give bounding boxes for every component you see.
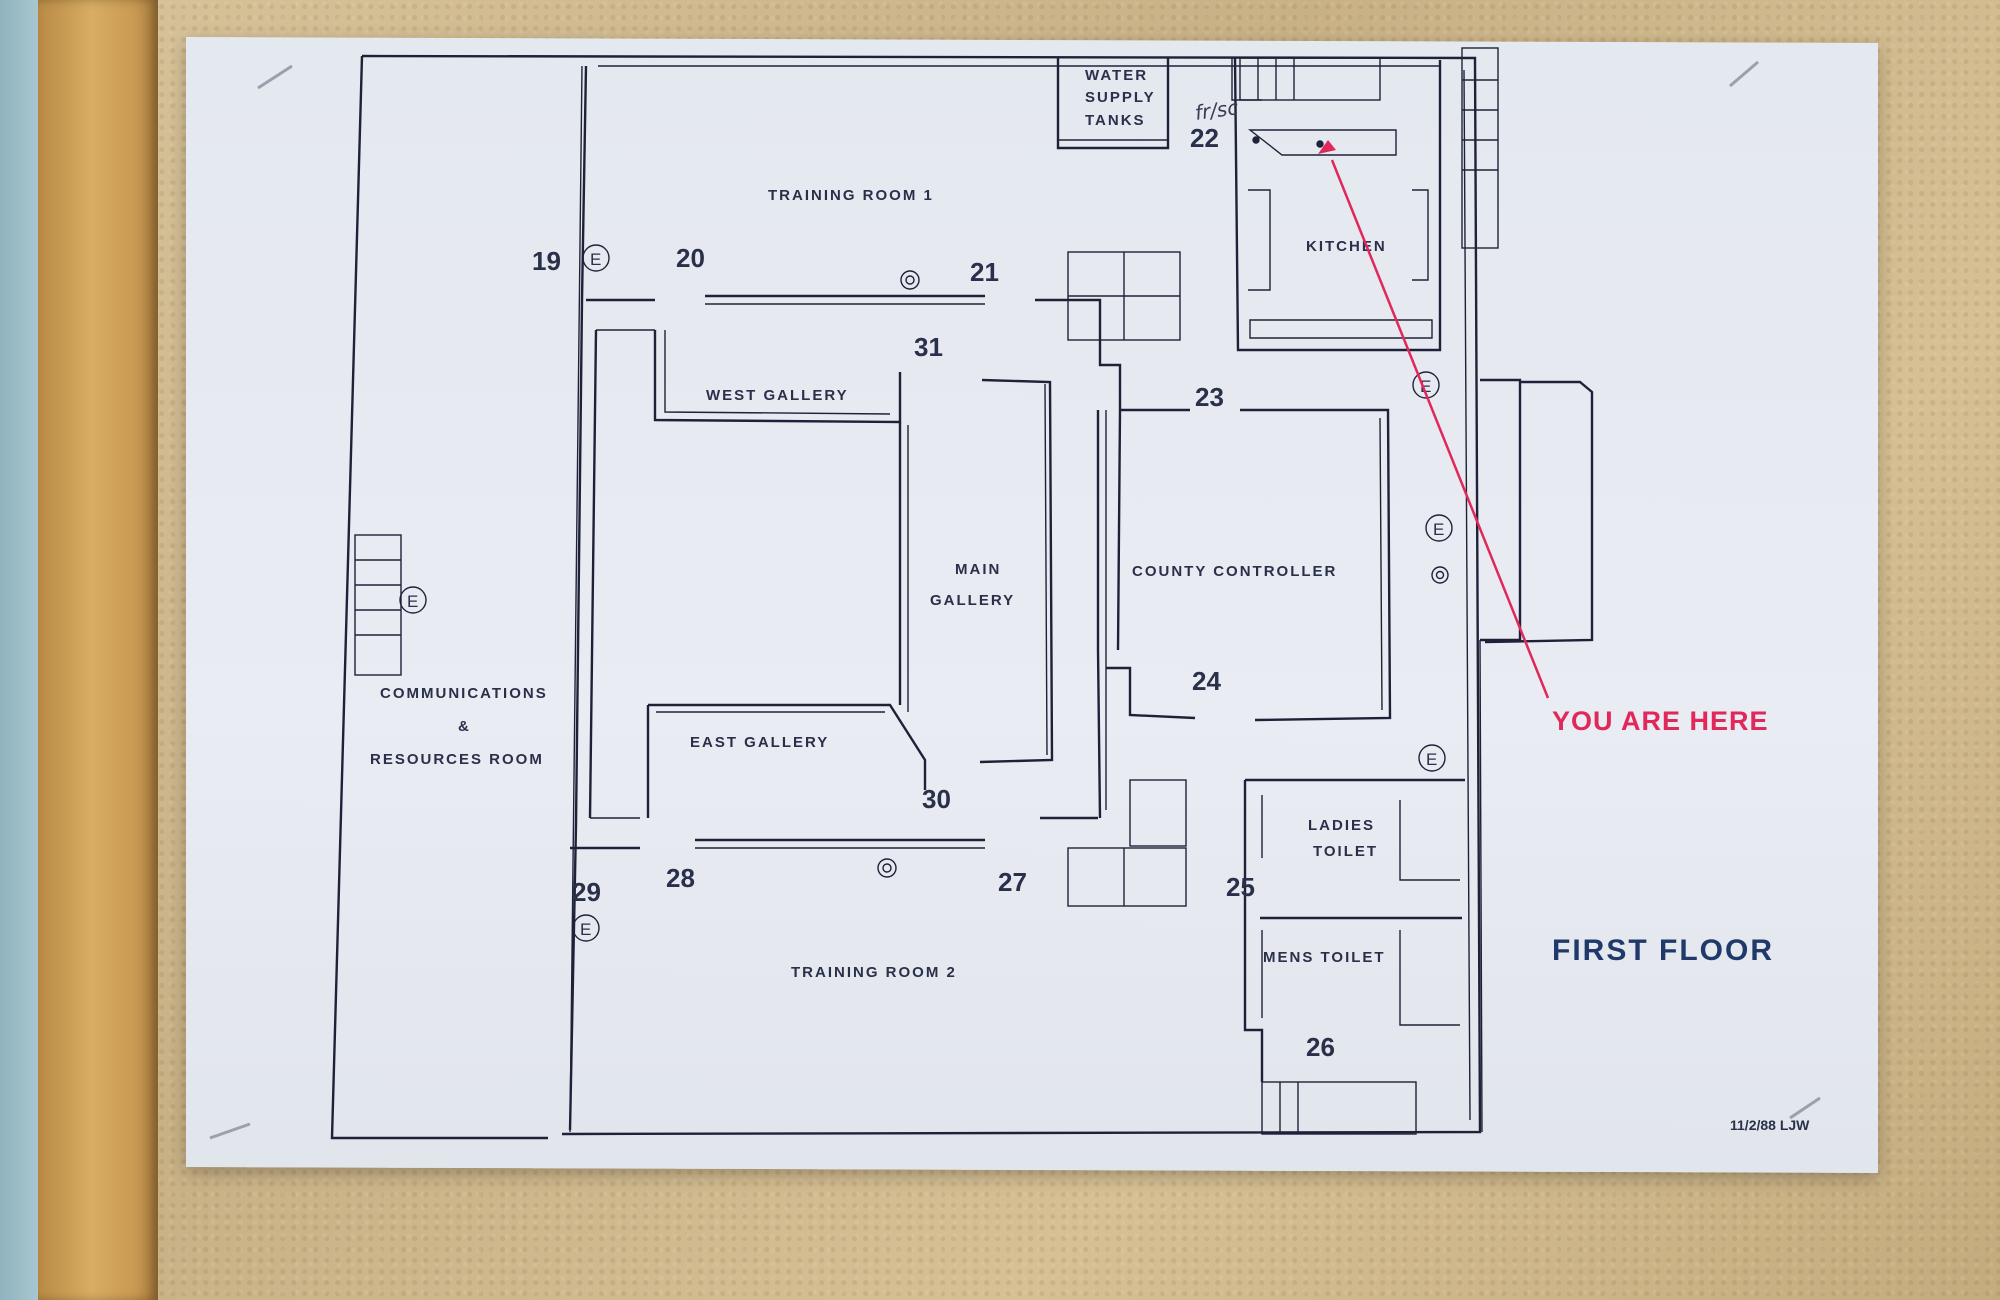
comms-room-label-line2: & (458, 718, 471, 735)
county-controller-label: COUNTY CONTROLLER (1132, 563, 1337, 580)
stairs (354, 47, 1499, 1135)
east-gallery-label: EAST GALLERY (690, 734, 829, 751)
water-tanks-label-line3: TANKS (1085, 112, 1146, 129)
main-gallery-walls (979, 298, 1122, 820)
exit-marker: E (1425, 514, 1453, 542)
door-number-21: 21 (970, 257, 999, 287)
training-room-2-label: TRAINING ROOM 2 (791, 964, 957, 981)
kitchen-label: KITCHEN (1306, 238, 1387, 255)
you-are-here-indicator: YOU ARE HERE (1318, 140, 1769, 736)
door-number-29: 29 (572, 877, 601, 907)
door-number-25: 25 (1226, 872, 1255, 902)
handwritten-note: fr/sc (1193, 95, 1239, 125)
wooden-frame (38, 0, 158, 1300)
room-labels: TRAINING ROOM 1 TRAINING ROOM 2 WEST GAL… (370, 67, 1387, 981)
door-number-19: 19 (532, 246, 561, 276)
training-room-1-label: TRAINING ROOM 1 (768, 187, 934, 204)
equipment-symbols (877, 136, 1449, 878)
comms-room-label-line1: COMMUNICATIONS (380, 685, 548, 702)
mens-toilet-label: MENS TOILET (1263, 949, 1386, 966)
exit-marker: E (572, 914, 600, 942)
exit-marker: E (1418, 744, 1446, 772)
door-number-26: 26 (1306, 1032, 1335, 1062)
main-gallery-label-line2: GALLERY (930, 592, 1015, 609)
water-supply-tanks (1056, 58, 1170, 150)
exit-marker: E (582, 244, 610, 272)
door-number-20: 20 (676, 243, 705, 273)
svg-text:E: E (407, 592, 418, 611)
water-tanks-label-line1: WATER (1085, 67, 1148, 84)
you-are-here-line (1330, 159, 1550, 699)
floor-title: FIRST FLOOR (1552, 934, 1774, 967)
door-numbers: 19 20 21 22 23 24 25 26 27 28 29 30 31 (532, 123, 1335, 1062)
exit-markers: E E E E E E (399, 244, 1453, 942)
door-number-27: 27 (998, 867, 1027, 897)
svg-text:E: E (590, 250, 601, 269)
main-gallery-label-line1: MAIN (955, 561, 1001, 578)
you-are-here-arrow-icon (1318, 140, 1336, 154)
door-number-24: 24 (1192, 666, 1221, 696)
you-are-here-label: YOU ARE HERE (1552, 706, 1769, 736)
exit-marker: E (399, 586, 427, 614)
comms-room-label-line3: RESOURCES ROOM (370, 751, 544, 768)
svg-text:E: E (1433, 520, 1444, 539)
svg-text:E: E (580, 920, 591, 939)
door-number-30: 30 (922, 784, 951, 814)
svg-text:E: E (1426, 750, 1437, 769)
pin-marks (209, 60, 1821, 1140)
right-annex-walls (1479, 378, 1594, 1133)
door-number-23: 23 (1195, 382, 1224, 412)
kitchen-walls (1231, 57, 1442, 352)
corridor-walls (568, 65, 655, 1131)
county-controller-walls (1106, 408, 1392, 722)
svg-text:E: E (1420, 377, 1431, 396)
ladies-toilet-label-line2: TOILET (1313, 843, 1378, 860)
outer-walls (330, 54, 1482, 1140)
west-gallery-walls (586, 294, 985, 712)
east-gallery-walls (570, 703, 985, 850)
door-number-31: 31 (914, 332, 943, 362)
exit-marker: E (1412, 371, 1440, 399)
date-stamp: 11/2/88 LJW (1730, 1117, 1810, 1133)
water-tanks-label-line2: SUPPLY (1085, 89, 1156, 106)
wall (0, 0, 38, 1300)
ladies-toilet-label-line1: LADIES (1308, 817, 1375, 834)
toilet-walls (1243, 778, 1465, 1082)
west-gallery-label: WEST GALLERY (706, 387, 849, 404)
door-number-28: 28 (666, 863, 695, 893)
door-number-22: 22 (1190, 123, 1219, 153)
